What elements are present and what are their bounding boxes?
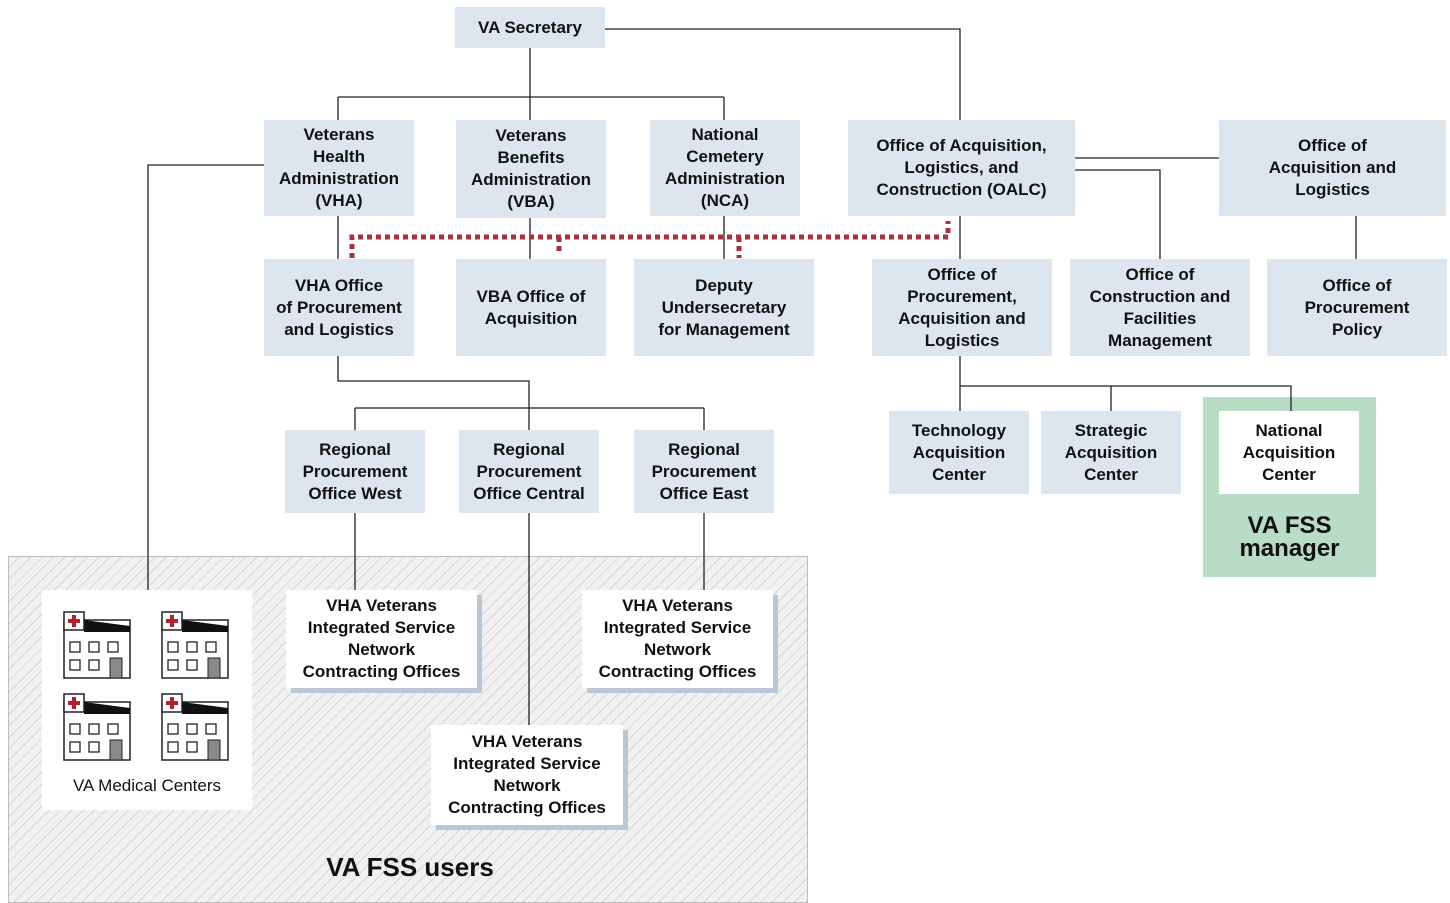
- box-label: Office of Procurement Policy: [1304, 275, 1410, 339]
- box-label: National Acquisition Center: [1242, 420, 1336, 484]
- dotted-oalc-link: [349, 221, 951, 258]
- box-vba-office-acquisition: VBA Office of Acquisition: [456, 259, 606, 356]
- medical-centers-label: VA Medical Centers: [72, 776, 222, 795]
- box-rpo-central: Regional Procurement Office Central: [459, 430, 599, 513]
- box-label: National Cemetery Administration (NCA): [665, 125, 785, 210]
- box-label: Office of Acquisition, Logistics, and Co…: [876, 136, 1047, 199]
- box-label: Office of Acquisition and Logistics: [1268, 136, 1397, 199]
- box-label: Technology Acquisition Center: [911, 420, 1007, 484]
- box-label: Strategic Acquisition Center: [1064, 420, 1158, 484]
- box-label: Office of Procurement, Acquisition and L…: [898, 264, 1026, 350]
- box-deputy-undersecretary: Deputy Undersecretary for Management: [634, 259, 814, 356]
- box-label: VHA Office of Procurement and Logistics: [276, 275, 402, 339]
- box-label: Veterans Benefits Administration (VBA): [471, 126, 591, 211]
- box-strategic-acquisition-center: Strategic Acquisition Center: [1041, 411, 1181, 494]
- box-label: Regional Procurement Office East: [651, 439, 757, 503]
- box-nca: National Cemetery Administration (NCA): [650, 120, 800, 216]
- box-va-secretary: VA Secretary: [455, 7, 605, 48]
- box-national-acquisition-center: National Acquisition Center: [1219, 411, 1359, 494]
- box-office-acquisition-logistics: Office of Acquisition and Logistics: [1219, 120, 1446, 216]
- connector-vha-rpo: [337, 356, 705, 430]
- hospital-icon: [62, 610, 132, 680]
- box-oalc: Office of Acquisition, Logistics, and Co…: [848, 120, 1075, 216]
- box-label: Deputy Undersecretary for Management: [658, 275, 790, 339]
- hospital-icon: [160, 610, 230, 680]
- fss-manager-label: VA FSS manager: [1239, 512, 1340, 562]
- box-label: VHA Veterans Integrated Service Network …: [598, 596, 757, 681]
- box-technology-acquisition-center: Technology Acquisition Center: [889, 411, 1029, 494]
- box-visn-contracting-central: VHA Veterans Integrated Service Network …: [431, 725, 623, 825]
- box-vba: Veterans Benefits Administration (VBA): [456, 120, 606, 218]
- box-vha-office-procurement: VHA Office of Procurement and Logistics: [264, 259, 414, 356]
- box-vha: Veterans Health Administration (VHA): [264, 120, 414, 216]
- hospital-icon: [160, 692, 230, 762]
- box-label: Office of Construction and Facilities Ma…: [1089, 264, 1231, 350]
- box-label: VHA Veterans Integrated Service Network …: [448, 732, 606, 817]
- box-label: Regional Procurement Office West: [302, 439, 408, 503]
- box-rpo-west: Regional Procurement Office West: [285, 430, 425, 513]
- box-label: Regional Procurement Office Central: [473, 439, 585, 503]
- box-office-procurement-acquisition-logistics: Office of Procurement, Acquisition and L…: [872, 259, 1052, 356]
- box-office-construction-facilities: Office of Construction and Facilities Ma…: [1070, 259, 1250, 356]
- box-visn-contracting-west: VHA Veterans Integrated Service Network …: [286, 590, 477, 688]
- connector-oalc-ocfm: [1075, 169, 1161, 259]
- box-visn-contracting-east: VHA Veterans Integrated Service Network …: [582, 590, 773, 688]
- connector-secretary-oalc: [605, 28, 961, 120]
- box-label: VA Secretary: [478, 17, 582, 37]
- connector-opal-centers: [959, 356, 1292, 411]
- box-label: Veterans Health Administration (VHA): [279, 125, 399, 210]
- connector-vha-medical: [147, 164, 264, 590]
- box-label: VHA Veterans Integrated Service Network …: [302, 596, 461, 681]
- hospital-icon: [62, 692, 132, 762]
- fss-users-label: VA FSS users: [326, 852, 494, 882]
- box-office-procurement-policy: Office of Procurement Policy: [1267, 259, 1447, 356]
- box-label: VBA Office of Acquisition: [476, 286, 586, 328]
- box-rpo-east: Regional Procurement Office East: [634, 430, 774, 513]
- connector-secretary-admins: [337, 48, 725, 120]
